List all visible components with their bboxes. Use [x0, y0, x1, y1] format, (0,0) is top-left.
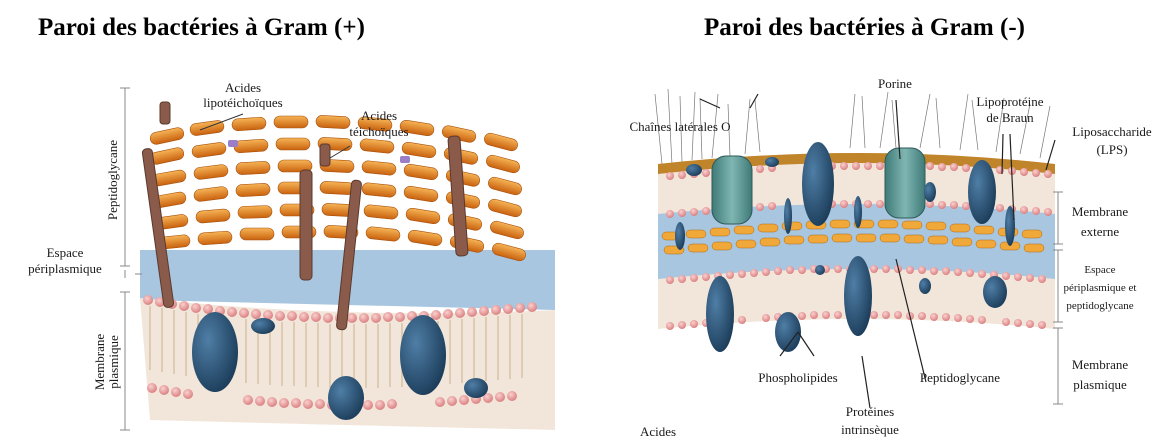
gram-positive-diagram: Acides lipotéichoïques Acides téichoïque…: [0, 70, 560, 441]
label-espace-1: Espace: [47, 245, 84, 260]
left-title: Paroi des bactéries à Gram (+): [38, 14, 365, 42]
label-lps-1: Liposaccharide: [1072, 124, 1152, 139]
label-membrane-pl-2: plasmique: [1073, 377, 1127, 392]
label-acides-lipo-2: lipotéichoïques: [203, 95, 282, 110]
label-porine: Porine: [878, 76, 912, 91]
label-chaines: Chaînes latérales O: [629, 119, 730, 134]
label-lipoproteine-1: Lipoprotéine: [976, 94, 1043, 109]
label-acides-teich-2: téichoïques: [349, 124, 408, 139]
label-membrane-2: plasmique: [106, 335, 121, 389]
gram-negative-diagram: Chaînes latérales O Porine Lipoprotéine …: [600, 64, 1160, 441]
label-phospholipides: Phospholipides: [758, 370, 837, 385]
left-brackets: [120, 88, 142, 430]
label-peptidoglycane-left: Peptidoglycane: [105, 140, 120, 220]
label-proteines-1: Protéines: [846, 404, 894, 419]
label-lipoproteine-2: de Braun: [986, 110, 1034, 125]
label-espace-r-2: périplasmique et: [1063, 282, 1136, 294]
label-acides-bottom: Acides: [640, 424, 676, 439]
label-membrane-pl-1: Membrane: [1072, 357, 1129, 372]
peptidoglycan-layers: [149, 115, 527, 262]
label-espace-r-1: Espace: [1084, 264, 1115, 276]
right-title: Paroi des bactéries à Gram (-): [704, 14, 1025, 42]
label-membrane-1: Membrane: [92, 334, 107, 391]
label-acides-teich-1: Acides: [361, 108, 397, 123]
label-espace-2: périplasmique: [28, 261, 102, 276]
label-proteines-2: intrinsèque: [841, 422, 899, 437]
label-membrane-ext-2: externe: [1081, 224, 1119, 239]
label-peptidoglycane-right: Peptidoglycane: [920, 370, 1000, 385]
label-acides-lipo-1: Acides: [225, 80, 261, 95]
label-espace-r-3: peptidoglycane: [1066, 300, 1133, 312]
label-membrane-ext-1: Membrane: [1072, 204, 1129, 219]
label-lps-2: (LPS): [1096, 142, 1127, 157]
